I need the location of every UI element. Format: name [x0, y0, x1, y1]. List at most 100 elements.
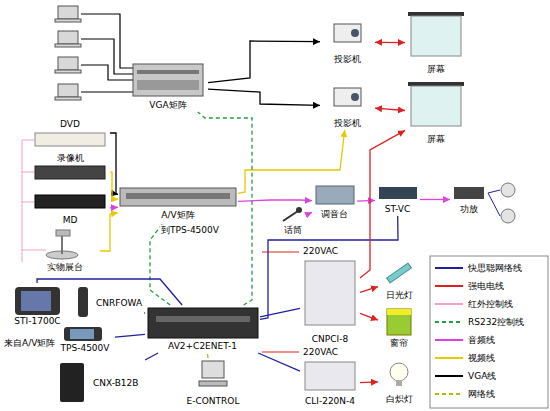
projector-icon: [334, 24, 361, 42]
legend-text: RS232控制线: [468, 316, 524, 329]
device-node: CNPCI-8: [300, 258, 360, 346]
dimmer-box-icon: [305, 362, 355, 390]
st-vc-icon: [379, 187, 417, 199]
connector: [360, 381, 378, 383]
speaker-wire: [488, 193, 500, 216]
connector: [100, 213, 118, 251]
legend-text: 音频线: [468, 334, 495, 347]
screen-icon: [408, 82, 464, 86]
device-label: STI-1700C: [14, 316, 60, 327]
laptop-icon: [58, 84, 78, 97]
bulb-icon: [396, 380, 402, 386]
device-label: 屏幕: [427, 64, 445, 75]
legend-row: 音频线: [434, 331, 546, 349]
legend-line: [435, 321, 463, 323]
md-icon: [35, 195, 105, 208]
device-label: 投影机: [334, 118, 361, 129]
legend-row: VGA线: [434, 367, 546, 385]
note-label: 到TPS-4500V: [160, 225, 220, 236]
touch-panel-icon: [15, 287, 60, 315]
vga-matrix-icon: [133, 64, 203, 96]
relay-box-icon: [305, 261, 355, 325]
device-label: CNRFOWA: [96, 298, 142, 309]
dvd-icon: [35, 133, 105, 146]
laptop-icon: [58, 31, 78, 44]
device-node: STI-1700C: [10, 283, 65, 328]
legend-swatch: [434, 335, 464, 345]
device-node: CLI-220N-4: [300, 360, 360, 408]
device-label: AV2+C2ENET-1: [168, 341, 237, 352]
device-node: CNRFOWA: [74, 283, 144, 323]
connector: [375, 108, 405, 110]
device-label: E-CONTROL: [187, 396, 240, 407]
legend-text: 红外控制线: [468, 298, 513, 311]
legend-swatch: [434, 389, 464, 399]
device-node: 窗帘: [378, 306, 420, 350]
legend-text: 网络线: [468, 388, 495, 401]
visualizer-icon: [61, 234, 63, 254]
legend-swatch: [434, 317, 464, 327]
device-node: 实物展台: [30, 228, 100, 274]
device-label: 实物展台: [47, 262, 83, 273]
connector: [110, 133, 118, 194]
pc-icon: [202, 361, 224, 378]
laptop-icons: [55, 6, 81, 100]
legend-text: VGA线: [468, 370, 496, 383]
connector: [360, 287, 378, 293]
device-node: MD: [30, 193, 110, 227]
device-label: CNX-B12B: [93, 378, 138, 389]
device-label: 调音台: [321, 209, 348, 220]
control-host-icon: [148, 308, 258, 338]
legend-row: 红外控制线: [434, 295, 546, 313]
ir-wire: [22, 140, 23, 262]
legend-swatch: [434, 371, 464, 381]
device-label: CLI-220N-4: [305, 396, 355, 407]
mic-icon: [296, 207, 302, 213]
connector: [238, 130, 345, 193]
device-node: 录像机: [30, 152, 110, 182]
bulb-icon: [390, 363, 408, 381]
device-node: ST-VC: [375, 183, 420, 216]
laptop-icon: [58, 57, 78, 70]
device-node: 功放: [450, 183, 488, 216]
projector-icon: [351, 93, 359, 101]
screen-icon: [408, 12, 464, 16]
laptop-icon: [58, 6, 78, 19]
device-label: 录像机: [57, 153, 84, 164]
projector-icon: [351, 29, 359, 37]
connector: [260, 308, 300, 316]
vga-matrix-icon: [137, 80, 199, 90]
device-node: 屏幕: [405, 10, 467, 76]
legend-line: [435, 375, 463, 377]
vga-matrix-icon: [137, 70, 199, 74]
legend: 快思聪网络线强电电线红外控制线RS232控制线音频线视频线VGA线网络线: [434, 259, 546, 403]
connector: [145, 353, 158, 360]
legend-swatch: [434, 299, 464, 309]
note-label: 来自A/V矩阵: [3, 338, 56, 349]
connector: [198, 112, 252, 305]
device-node: A/V矩阵: [118, 186, 238, 222]
legend-text: 强电电线: [468, 280, 504, 293]
power-wire: [262, 352, 299, 353]
screen-icon: [411, 86, 461, 126]
lamp-icon: [387, 263, 412, 283]
legend-line: [435, 285, 463, 287]
touch-panel-icon: [21, 291, 51, 311]
legend-row: 快思聪网络线: [434, 259, 546, 277]
connector: [238, 200, 312, 201]
speaker-wire: [488, 190, 500, 193]
connector: [208, 41, 320, 83]
ir-wire: [22, 140, 34, 141]
device-label: ST-VC: [385, 204, 411, 215]
device-label: 屏幕: [427, 134, 445, 145]
legend-line: [435, 357, 463, 359]
device-label: TPS-4500V: [61, 343, 110, 354]
legend-line: [435, 339, 463, 341]
vcr-icon: [35, 166, 105, 179]
visualizer-icon: [56, 230, 70, 236]
device-label: 投影机: [334, 54, 361, 65]
keypad-icon: [60, 363, 84, 402]
connector: [207, 353, 209, 358]
device-node: 投影机: [320, 82, 375, 130]
ir-wire: [22, 250, 46, 251]
